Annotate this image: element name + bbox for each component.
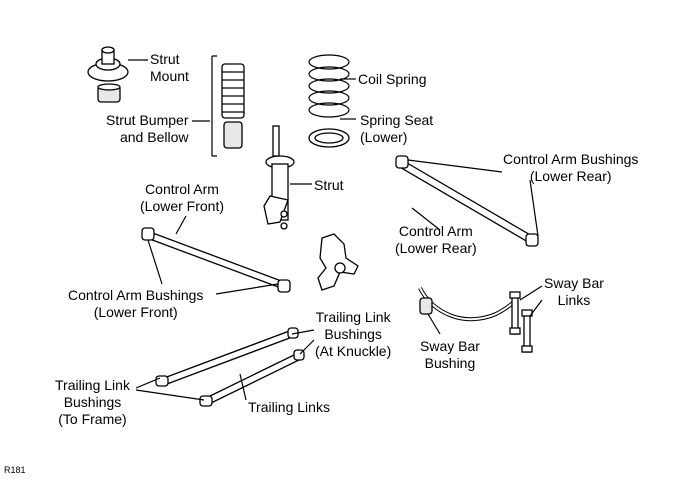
label-line: (Lower Rear): [529, 168, 612, 184]
strut-bellow-part: [211, 55, 245, 157]
coil-spring-part: [308, 54, 350, 118]
label-line: Bushings: [63, 394, 122, 410]
strut-part: [263, 125, 295, 230]
label-sway-bar-links: Sway Bar Links: [544, 275, 604, 309]
label-line: Trailing Link: [55, 377, 130, 393]
label-line: Trailing Link: [315, 309, 391, 325]
label-strut-bumper: Strut Bumper and Bellow: [106, 112, 188, 146]
label-line: Spring Seat: [360, 112, 434, 128]
label-line: Sway Bar: [420, 338, 480, 354]
label-strut: Strut: [314, 177, 344, 194]
strut-mount-part: [87, 46, 129, 103]
label-trailing-link-bushings-frame: Trailing Link Bushings (To Frame): [55, 377, 130, 428]
label-line: and Bellow: [119, 129, 189, 145]
knuckle-part: [317, 233, 359, 291]
label-coil-spring: Coil Spring: [358, 71, 426, 88]
spring-seat-part: [308, 128, 350, 148]
label-line: (Lower Front): [93, 304, 178, 320]
label-line: Mount: [150, 68, 189, 84]
label-line: Control Arm: [145, 181, 219, 197]
label-line: Control Arm: [398, 223, 473, 239]
label-line: Links: [557, 292, 591, 308]
label-line: (At Knuckle): [315, 343, 392, 359]
leader-lines: [128, 59, 543, 401]
label-control-arm-lower-front: Control Arm (Lower Front): [140, 181, 224, 215]
label-line: Strut Bumper: [106, 112, 189, 128]
label-line: (Lower Front): [140, 198, 225, 214]
lower-rear-control-arm-part: [395, 155, 539, 247]
sway-bar-links-part: [509, 291, 533, 353]
label-line: Strut: [150, 51, 180, 67]
label-trailing-link-bushings-knuckle: Trailing Link Bushings (At Knuckle): [315, 309, 391, 360]
sway-bar-part: [418, 287, 518, 322]
label-line: Strut: [314, 177, 344, 193]
label-spring-seat: Spring Seat (Lower): [360, 112, 433, 146]
label-ca-bushings-lower-rear: Control Arm Bushings (Lower Rear): [503, 151, 638, 185]
label-line: (Lower): [360, 129, 408, 145]
label-line: Trailing Links: [248, 399, 330, 415]
diagram-code: R181: [4, 465, 26, 475]
label-ca-bushings-lower-front: Control Arm Bushings (Lower Front): [68, 287, 203, 321]
label-line: Bushing: [424, 355, 476, 371]
label-trailing-links: Trailing Links: [248, 399, 330, 416]
label-line: (Lower Rear): [395, 240, 477, 256]
label-line: (To Frame): [58, 411, 127, 427]
label-line: Control Arm Bushings: [503, 151, 639, 167]
label-line: Sway Bar: [544, 275, 604, 291]
trailing-links-part: [155, 327, 305, 407]
label-control-arm-lower-rear: Control Arm (Lower Rear): [395, 223, 477, 257]
label-strut-mount: Strut Mount: [150, 51, 189, 85]
label-line: Control Arm Bushings: [68, 287, 204, 303]
label-sway-bar-bushing: Sway Bar Bushing: [420, 338, 480, 372]
lower-front-control-arm-part: [141, 227, 291, 293]
label-line: Coil Spring: [358, 71, 427, 87]
label-line: Bushings: [324, 326, 382, 342]
